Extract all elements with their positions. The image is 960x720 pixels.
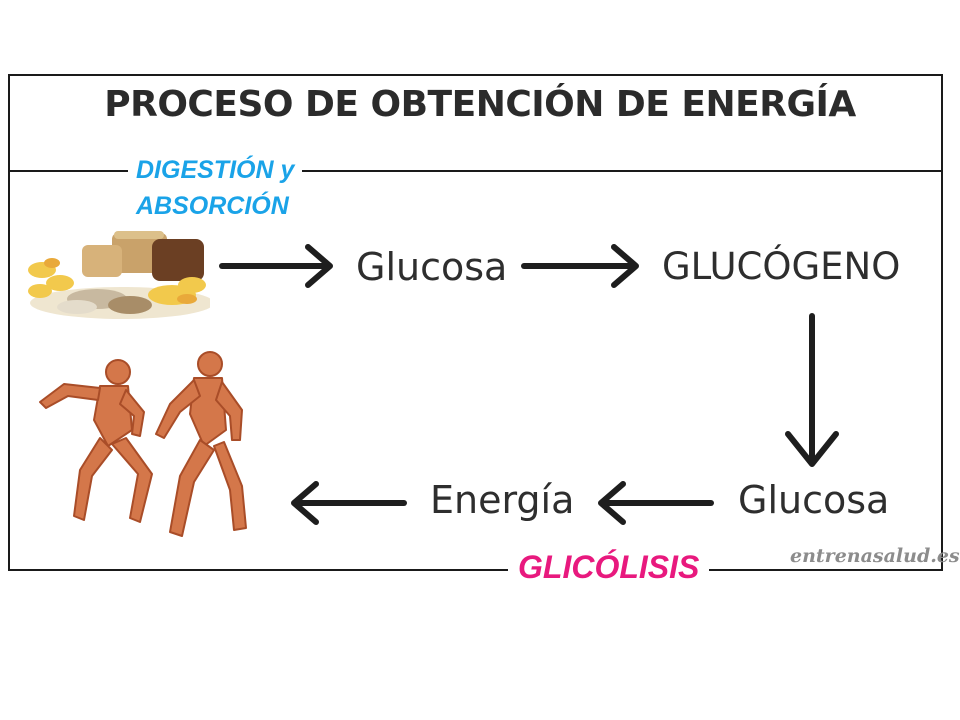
arrow-left-icon	[598, 481, 714, 525]
diagram-frame	[8, 74, 943, 571]
glucosa-top-node: Glucosa	[356, 245, 508, 289]
running-anatomy-figures-image	[39, 351, 247, 537]
arrow-right-icon	[521, 244, 639, 288]
arrow-down-icon	[785, 313, 839, 467]
glucogeno-node: GLUCÓGENO	[662, 245, 901, 288]
energia-node: Energía	[430, 478, 575, 522]
digestion-absorption-label: DIGESTIÓN y ABSORCIÓN	[128, 152, 303, 224]
glicolisis-label: GLICÓLISIS	[508, 544, 710, 590]
arrow-left-icon	[291, 481, 407, 525]
watermark-text: entrenasalud.es	[790, 545, 960, 567]
carbohydrate-foods-image	[28, 231, 210, 319]
arrow-right-icon	[219, 244, 333, 288]
glucosa-bottom-node: Glucosa	[738, 478, 890, 522]
digestion-label-line1: DIGESTIÓN y	[136, 156, 295, 184]
title-divider	[8, 170, 943, 172]
digestion-label-line2: ABSORCIÓN	[136, 192, 289, 220]
diagram-title: PROCESO DE OBTENCIÓN DE ENERGÍA	[104, 84, 856, 125]
